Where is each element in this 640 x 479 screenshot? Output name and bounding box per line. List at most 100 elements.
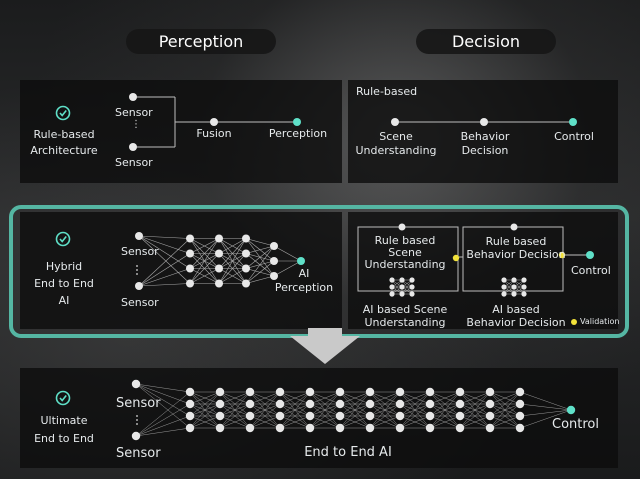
network-node xyxy=(389,291,395,297)
ultimate-sensor-top-label: Sensor xyxy=(116,396,161,411)
network-node xyxy=(270,257,278,265)
ellipsis-dot xyxy=(136,423,138,425)
validation-dot xyxy=(452,254,460,262)
network-node xyxy=(242,249,250,258)
network-edge xyxy=(189,415,221,429)
network-edge xyxy=(459,391,491,405)
ai-behavior-label: AI based Behavior Decision xyxy=(466,303,566,329)
down-arrow-icon xyxy=(290,328,360,364)
network-edge xyxy=(138,235,191,239)
network-edge xyxy=(189,391,221,405)
network-edge xyxy=(138,283,191,287)
network-edge xyxy=(219,391,251,405)
perception-label: Perception xyxy=(268,127,328,140)
sensor-bottom-label: Sensor xyxy=(115,156,153,169)
perception-header: Perception xyxy=(126,29,276,54)
scene-understanding-label: Scene Understanding xyxy=(355,130,437,157)
network-node xyxy=(275,399,285,409)
behavior-node xyxy=(480,118,488,126)
network-edge xyxy=(339,391,371,405)
hybrid-sensor-bottom-label: Sensor xyxy=(121,296,159,309)
network-node xyxy=(395,411,405,421)
network-node xyxy=(215,387,225,397)
network-edge xyxy=(519,409,572,417)
network-node xyxy=(215,279,223,288)
network-edge xyxy=(399,403,431,429)
network-edge xyxy=(279,415,311,429)
network-edge xyxy=(459,391,491,429)
check-circle-icon xyxy=(55,231,71,247)
hybrid-title: Hybrid End to End AI xyxy=(34,260,94,307)
network-node xyxy=(365,387,375,397)
check-circle-icon xyxy=(55,390,71,406)
network-edge xyxy=(519,403,572,411)
fusion-label: Fusion xyxy=(196,127,232,140)
network-node xyxy=(305,399,315,409)
network-edge xyxy=(339,391,371,429)
network-edge xyxy=(459,391,491,417)
sensor-node xyxy=(129,93,137,101)
perception-node xyxy=(293,118,301,126)
network-node xyxy=(425,411,435,421)
network-edge xyxy=(245,275,275,284)
network-node xyxy=(242,264,250,273)
network-node xyxy=(395,387,405,397)
network-edge xyxy=(218,268,247,284)
network-edge xyxy=(339,403,371,429)
network-edge xyxy=(401,279,413,295)
network-edge xyxy=(138,268,191,287)
network-edge xyxy=(245,238,275,247)
network-node xyxy=(185,387,195,397)
network-edge xyxy=(459,415,491,429)
network-edge xyxy=(189,238,220,284)
network-node xyxy=(501,277,507,283)
network-node xyxy=(131,379,141,389)
network-edge xyxy=(138,235,191,269)
network-edge xyxy=(391,279,403,295)
network-node xyxy=(485,423,495,433)
network-node xyxy=(485,399,495,409)
network-edge xyxy=(245,245,275,254)
network-node xyxy=(275,411,285,421)
network-edge xyxy=(138,235,191,254)
network-edge xyxy=(189,253,220,284)
network-edge xyxy=(429,391,461,429)
network-node xyxy=(335,423,345,433)
network-edge xyxy=(218,253,247,284)
network-node xyxy=(186,234,194,243)
network-node xyxy=(501,291,507,297)
network-edge xyxy=(399,391,431,429)
network-node xyxy=(521,291,527,297)
network-node xyxy=(270,242,278,250)
network-node xyxy=(389,284,395,290)
rule-based-decision-header: Rule-based xyxy=(356,85,418,98)
rule-scene-node xyxy=(398,223,406,231)
network-edge xyxy=(309,415,341,429)
rule-based-title: Rule-based Architecture xyxy=(30,128,98,157)
network-edge xyxy=(519,409,572,429)
network-edge xyxy=(399,415,431,429)
network-edge xyxy=(218,238,247,284)
rule-based-decision-panel xyxy=(348,80,618,183)
network-edge xyxy=(369,403,401,429)
scene-node xyxy=(391,118,399,126)
network-node xyxy=(335,399,345,409)
network-node xyxy=(485,411,495,421)
network-edge xyxy=(489,391,521,417)
end-to-end-ai-label: End to End AI xyxy=(304,445,392,460)
network-edge xyxy=(513,279,525,295)
network-node xyxy=(511,277,517,283)
network-edge xyxy=(489,415,521,429)
network-node xyxy=(185,399,195,409)
network-edge xyxy=(135,403,191,437)
ellipsis-dot xyxy=(136,265,138,267)
ultimate-control-label: Control xyxy=(552,417,599,432)
network-node xyxy=(395,423,405,433)
network-edge xyxy=(219,415,251,429)
network-node xyxy=(186,249,194,258)
network-edge xyxy=(245,245,275,284)
network-edge xyxy=(339,391,371,417)
network-edge xyxy=(399,391,431,417)
network-edge xyxy=(429,391,461,417)
